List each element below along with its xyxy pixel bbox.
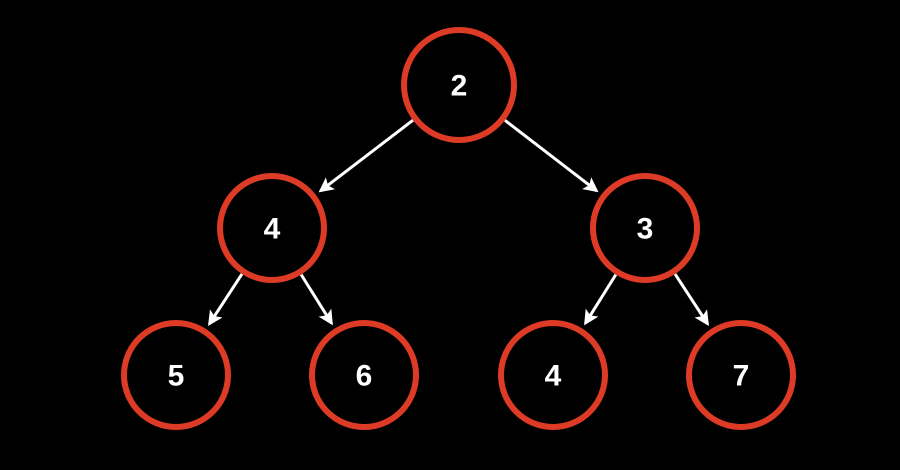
tree-nodes-layer: 2 4 3 5 6 4 7 [121,27,796,430]
tree-node-7-leaf[interactable]: 7 [686,320,796,430]
tree-edge-3-to-7 [673,273,709,326]
tree-node-root-2[interactable]: 2 [401,27,517,143]
tree-edge-4-to-5 [208,273,244,326]
tree-node-4-left[interactable]: 4 [217,173,327,283]
tree-node-5-leaf-label: 5 [168,360,185,393]
tree-edge-4-to-6 [299,273,333,326]
tree-node-root-2-circle[interactable] [401,27,517,143]
tree-node-5-leaf[interactable]: 5 [121,320,231,430]
tree-node-6-leaf-label: 6 [356,360,373,393]
tree-edges-layer [208,119,709,326]
tree-node-6-leaf[interactable]: 6 [309,320,419,430]
tree-node-4-leaf[interactable]: 4 [498,320,608,430]
tree-node-6-leaf-circle[interactable] [309,320,419,430]
tree-node-3-right-label: 3 [637,213,654,246]
tree-node-3-right-circle[interactable] [590,173,700,283]
tree-edge-2-to-4 [318,119,414,193]
tree-node-4-left-label: 4 [264,213,281,246]
tree-edge-2-to-3 [504,119,599,193]
tree-node-4-leaf-circle[interactable] [498,320,608,430]
tree-node-4-left-circle[interactable] [217,173,327,283]
tree-node-root-2-label: 2 [451,70,468,103]
tree-node-3-right[interactable]: 3 [590,173,700,283]
tree-node-5-leaf-circle[interactable] [121,320,231,430]
tree-edge-3-to-4 [584,273,618,326]
tree-node-7-leaf-label: 7 [733,360,750,393]
tree-node-4-leaf-label: 4 [545,360,562,393]
tree-node-7-leaf-circle[interactable] [686,320,796,430]
